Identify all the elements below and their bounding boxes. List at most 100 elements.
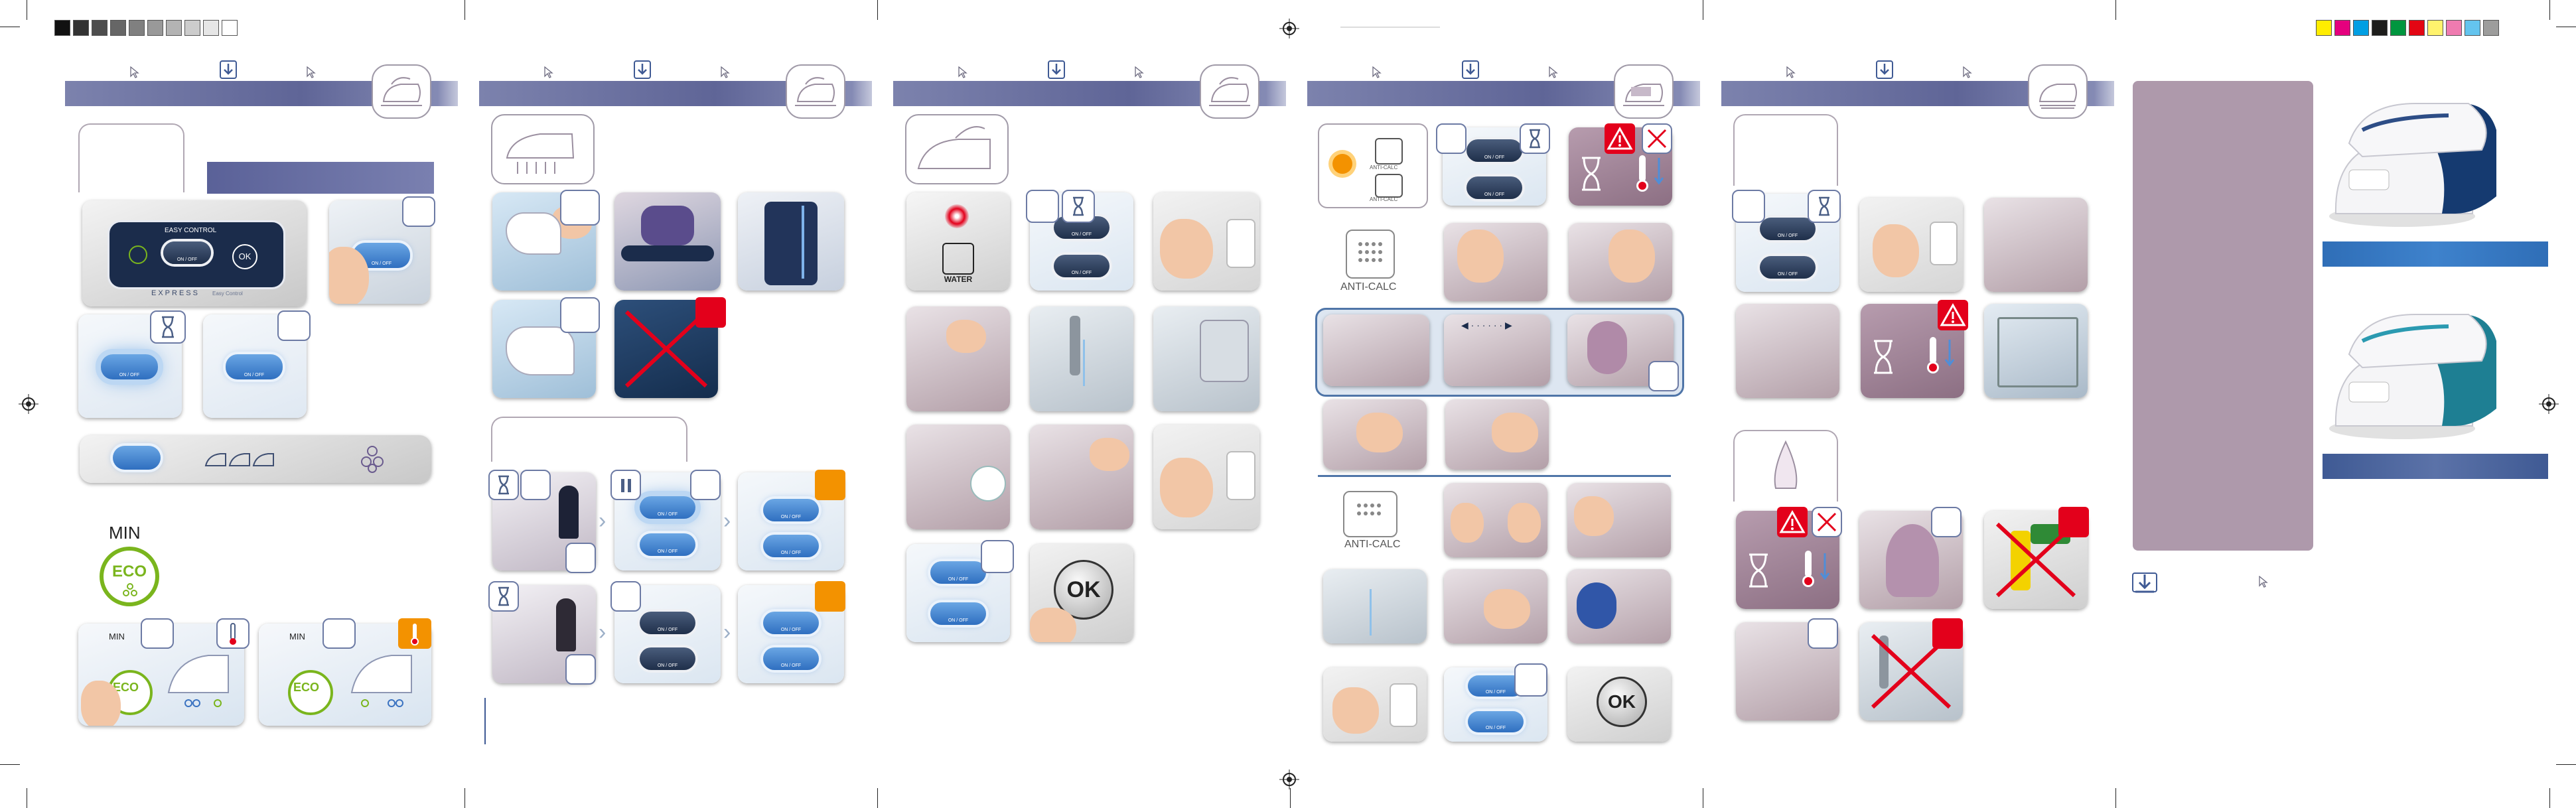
cursor-icon bbox=[721, 66, 730, 78]
brand-label: EXPRESS bbox=[151, 289, 200, 297]
hourglass-icon bbox=[1819, 196, 1829, 216]
ok-card: OK bbox=[1030, 544, 1133, 642]
color-swatch bbox=[2446, 20, 2462, 36]
water-warning-card: WATER bbox=[906, 192, 1010, 291]
thermometer-badge bbox=[815, 581, 845, 612]
thermometer-icon bbox=[1802, 551, 1830, 587]
subbrand-label: Easy Control bbox=[212, 291, 243, 297]
step-badge bbox=[1436, 123, 1467, 154]
step-badge bbox=[402, 196, 435, 227]
panel1-title-band bbox=[207, 162, 434, 194]
color-swatch bbox=[2427, 20, 2443, 36]
ok-button[interactable]: OK bbox=[1597, 677, 1647, 727]
tap-card bbox=[1030, 306, 1133, 411]
gray-swatch bbox=[92, 20, 107, 36]
iron-icon bbox=[204, 453, 274, 466]
anticalc-alert-card: ANTI-CALC ANTI-CALC bbox=[1318, 123, 1428, 208]
close-tank-card bbox=[1030, 425, 1133, 529]
warning-badge bbox=[695, 297, 726, 328]
color-swatch bbox=[2390, 20, 2406, 36]
warning-badge bbox=[1932, 618, 1963, 649]
garment-card bbox=[738, 192, 844, 291]
plug-badge bbox=[565, 543, 596, 573]
replug-card bbox=[1153, 425, 1259, 529]
anticalc-icon bbox=[1346, 230, 1395, 279]
color-swatch bbox=[2483, 20, 2499, 36]
refit-card bbox=[1323, 399, 1427, 470]
slug-line bbox=[1340, 27, 1440, 28]
download-icon bbox=[1462, 60, 1479, 79]
hourglass-icon bbox=[498, 475, 509, 495]
thermometer-badge bbox=[690, 470, 721, 500]
ok-button[interactable]: OK bbox=[232, 244, 257, 269]
plug-badge bbox=[565, 654, 596, 685]
gray-swatch bbox=[222, 20, 238, 36]
color-swatch bbox=[2334, 20, 2350, 36]
cartridge-card-2 bbox=[1567, 483, 1671, 557]
gray-swatch bbox=[166, 20, 182, 36]
sun-icon bbox=[1332, 154, 1352, 174]
download-icon bbox=[1048, 60, 1065, 79]
step-badge bbox=[560, 190, 600, 226]
water-label: WATER bbox=[944, 275, 973, 284]
chevron-right-icon: › bbox=[599, 620, 607, 645]
thermometer-badge bbox=[216, 618, 250, 649]
cursor-icon bbox=[958, 66, 967, 78]
gray-swatch bbox=[147, 20, 163, 36]
tap-card-2 bbox=[1323, 569, 1427, 643]
settings-strip bbox=[80, 435, 431, 483]
warning-triangle-icon bbox=[1605, 123, 1635, 154]
color-swatch bbox=[2465, 20, 2480, 36]
gray-swatch bbox=[110, 20, 126, 36]
hourglass-badge bbox=[1520, 123, 1550, 154]
cursor-icon bbox=[1135, 66, 1144, 78]
color-swatch bbox=[2372, 20, 2388, 36]
hourglass-icon bbox=[1874, 340, 1893, 374]
steam-trigger-card bbox=[492, 300, 596, 398]
mode-label: EASY CONTROL bbox=[165, 227, 217, 234]
cursor-icon bbox=[544, 66, 553, 78]
color-swatch bbox=[2353, 20, 2369, 36]
step-badge bbox=[141, 618, 174, 649]
rinse-card-3 bbox=[1567, 314, 1674, 386]
soleplate-icon bbox=[1774, 440, 1798, 489]
off-state-card: ON / OFF ON / OFF bbox=[614, 585, 721, 683]
download-icon bbox=[1876, 60, 1893, 79]
power-button[interactable]: ON / OFF bbox=[163, 241, 211, 264]
unplug-card-2 bbox=[1859, 198, 1963, 292]
ok-card-2: OK bbox=[1567, 667, 1671, 742]
step-badge bbox=[1026, 190, 1059, 223]
cursor-icon bbox=[1786, 66, 1796, 78]
chevron-right-icon: › bbox=[599, 508, 607, 533]
panel-divider bbox=[484, 698, 486, 744]
download-icon bbox=[634, 60, 651, 79]
gray-swatch bbox=[73, 20, 89, 36]
mauve-blank-panel bbox=[2133, 81, 2313, 551]
hourglass-icon bbox=[162, 316, 174, 338]
hourglass-icon bbox=[1749, 553, 1768, 588]
registration-mark-icon bbox=[19, 394, 38, 414]
hourglass-badge bbox=[1808, 190, 1841, 223]
registration-mark-icon bbox=[2539, 394, 2559, 414]
rinse-card-1 bbox=[1323, 314, 1429, 386]
anticalc-label: ANTI-CALC bbox=[1344, 539, 1401, 550]
level-card bbox=[906, 425, 1010, 529]
hourglass-badge bbox=[1062, 190, 1095, 223]
pour-card bbox=[1153, 306, 1259, 411]
panel1-tab bbox=[78, 123, 184, 192]
thermometer-badge bbox=[815, 470, 845, 500]
store-card bbox=[1736, 304, 1839, 398]
wake-card bbox=[492, 585, 596, 683]
pause-badge bbox=[610, 470, 641, 500]
iron-icon bbox=[350, 655, 412, 707]
cursor-icon bbox=[130, 66, 139, 78]
blue-model-band bbox=[2323, 241, 2548, 267]
warning-badge bbox=[2058, 507, 2089, 537]
cursor-icon bbox=[1549, 66, 1558, 78]
chevron-right-icon: › bbox=[723, 620, 731, 645]
plug-card bbox=[1153, 192, 1259, 291]
blue-steam-generator-image bbox=[2329, 103, 2496, 227]
ironing-board-card bbox=[614, 192, 721, 291]
teal-model-band bbox=[2323, 454, 2548, 479]
press-power-card: ON / OFF bbox=[329, 200, 430, 304]
